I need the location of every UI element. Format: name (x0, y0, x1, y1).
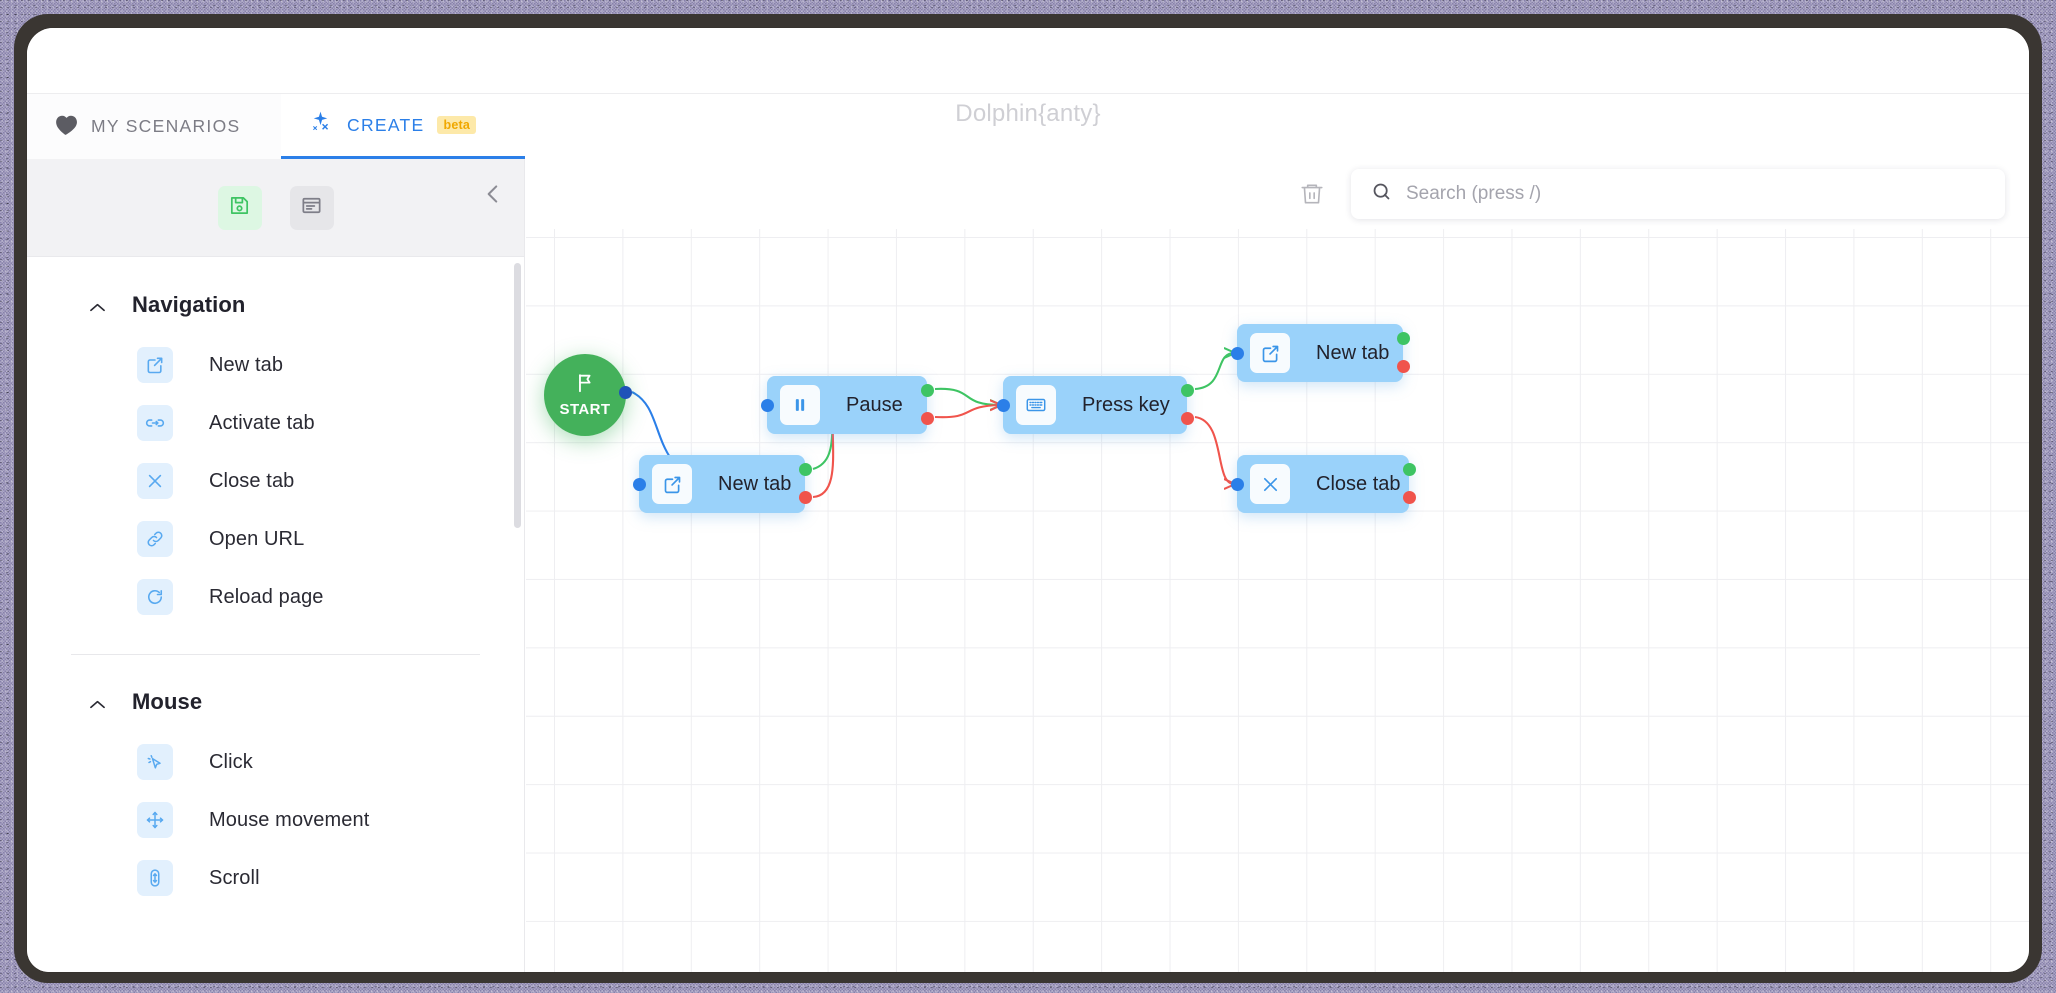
sidebar-scrollbar[interactable] (514, 263, 521, 528)
sidebar-item-close-tab-label: Close tab (209, 469, 295, 492)
sidebar-scroll-area[interactable]: Navigation New tab (27, 258, 524, 972)
node-error-output-port[interactable] (798, 491, 812, 504)
tab-create-label: CREATE (347, 114, 425, 135)
search-box[interactable] (1351, 169, 2005, 219)
node-error-output-port[interactable] (1402, 491, 1416, 504)
scroll-icon (137, 860, 173, 896)
node-input-port[interactable] (760, 398, 774, 412)
beta-badge: beta (437, 116, 476, 134)
chevron-up-icon (89, 697, 106, 708)
chain-link-icon (137, 521, 173, 557)
sidebar-item-scroll-label: Scroll (209, 866, 260, 889)
node-error-output-port[interactable] (1180, 412, 1194, 425)
node-close-tab[interactable]: Close tab (1230, 455, 1416, 513)
close-x-icon (137, 463, 173, 499)
node-new-tab-2[interactable]: New tab (1230, 324, 1410, 382)
cursor-click-icon (137, 744, 173, 780)
node-error-output-port[interactable] (920, 412, 934, 425)
node-start[interactable]: START (544, 354, 632, 436)
pause-icon (780, 385, 820, 425)
link-arrow-icon (137, 405, 173, 441)
sidebar-toolbar (27, 159, 524, 257)
notes-button[interactable] (289, 185, 334, 230)
sidebar-item-click[interactable]: Click (27, 733, 524, 791)
group-navigation-title: Navigation (132, 292, 246, 317)
app-window: Dolphin{anty} MY SCENARIOS CREATE beta (27, 28, 2029, 972)
save-disk-icon (228, 194, 251, 222)
edge-pause-success-to-press-key (934, 387, 1000, 405)
chevron-up-icon (89, 300, 106, 311)
sidebar-item-reload-page[interactable]: Reload page (27, 568, 524, 626)
sidebar-divider (71, 654, 480, 655)
group-mouse-items: Click Mouse movement (27, 723, 524, 907)
node-start-label: START (559, 401, 611, 418)
node-press-key-label: Press key (1082, 393, 1170, 416)
tab-my-scenarios[interactable]: MY SCENARIOS (27, 94, 281, 159)
sidebar-item-activate-tab[interactable]: Activate tab (27, 394, 524, 452)
tab-bar: MY SCENARIOS CREATE beta (27, 94, 525, 159)
trash-icon[interactable] (1299, 181, 1325, 207)
external-link-icon (652, 464, 692, 504)
search-icon (1371, 181, 1392, 207)
keyboard-icon (1016, 385, 1056, 425)
search-input[interactable] (1406, 183, 1985, 205)
node-success-output-port[interactable] (1180, 384, 1194, 397)
window-title: Dolphin{anty} (955, 100, 1101, 127)
sidebar-item-open-url-label: Open URL (209, 527, 305, 550)
sparkle-icon (307, 109, 334, 141)
sidebar-item-activate-tab-label: Activate tab (209, 411, 315, 434)
tab-create[interactable]: CREATE beta (281, 94, 525, 159)
edge-press-key-success-to-new-tab-2 (1194, 353, 1234, 391)
sidebar-item-mouse-movement-label: Mouse movement (209, 808, 370, 831)
node-input-port[interactable] (1230, 477, 1244, 491)
collapse-panel-button[interactable] (480, 181, 506, 207)
edge-pause-error-to-press-key (934, 405, 1000, 419)
sidebar-item-mouse-movement[interactable]: Mouse movement (27, 791, 524, 849)
move-arrows-icon (137, 802, 173, 838)
edge-press-key-error-to-close-tab (1194, 415, 1234, 484)
node-pause[interactable]: Pause (760, 376, 934, 434)
flag-icon (574, 372, 596, 399)
actions-sidebar: Navigation New tab (27, 159, 525, 972)
sidebar-item-click-label: Click (209, 750, 253, 773)
close-x-icon (1250, 464, 1290, 504)
node-success-output-port[interactable] (1402, 463, 1416, 476)
canvas-header (525, 159, 2029, 229)
node-close-tab-label: Close tab (1316, 472, 1401, 495)
refresh-icon (137, 579, 173, 615)
group-navigation-items: New tab Activate tab (27, 326, 524, 626)
sidebar-item-new-tab-label: New tab (209, 353, 284, 376)
node-input-port[interactable] (996, 398, 1010, 412)
node-success-output-port[interactable] (798, 463, 812, 476)
node-input-port[interactable] (632, 477, 646, 491)
sidebar-item-reload-page-label: Reload page (209, 585, 324, 608)
node-start-output-port[interactable] (619, 386, 632, 399)
tab-my-scenarios-label: MY SCENARIOS (91, 116, 241, 136)
group-mouse-title: Mouse (132, 689, 203, 714)
heart-icon (53, 113, 78, 141)
sidebar-item-scroll[interactable]: Scroll (27, 849, 524, 907)
sidebar-item-open-url[interactable]: Open URL (27, 510, 524, 568)
node-error-output-port[interactable] (1396, 360, 1410, 373)
node-success-output-port[interactable] (920, 384, 934, 397)
group-navigation-header[interactable]: Navigation (27, 258, 524, 326)
sidebar-item-new-tab[interactable]: New tab (27, 336, 524, 394)
group-mouse-header[interactable]: Mouse (27, 655, 524, 723)
node-new-tab-2-label: New tab (1316, 341, 1390, 364)
document-icon (300, 194, 323, 222)
node-new-tab-1[interactable]: New tab (632, 455, 812, 513)
group-mouse: Mouse Click (27, 655, 524, 907)
external-link-icon (137, 347, 173, 383)
flow-canvas[interactable]: START New tab Pause (526, 229, 2029, 972)
node-pause-label: Pause (846, 393, 903, 416)
group-navigation: Navigation New tab (27, 258, 524, 655)
title-bar (27, 28, 2029, 94)
node-press-key[interactable]: Press key (996, 376, 1194, 434)
sidebar-item-close-tab[interactable]: Close tab (27, 452, 524, 510)
external-link-icon (1250, 333, 1290, 373)
node-new-tab-1-label: New tab (718, 472, 792, 495)
node-input-port[interactable] (1230, 346, 1244, 360)
save-scenario-button[interactable] (217, 185, 262, 230)
node-success-output-port[interactable] (1396, 332, 1410, 345)
